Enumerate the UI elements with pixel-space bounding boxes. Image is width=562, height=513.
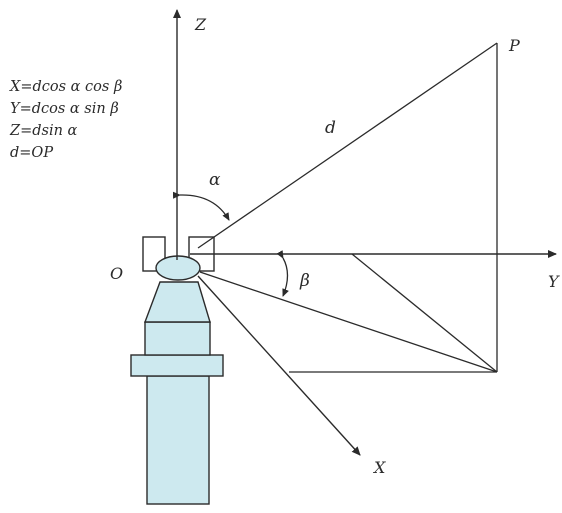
alpha-label: α (209, 170, 221, 190)
z-axis-label: Z (194, 15, 207, 34)
instrument-neck (143, 281, 211, 323)
beta-arc (276, 250, 289, 297)
line-y-to-projection (351, 253, 498, 373)
y-axis-label: Y (548, 272, 560, 291)
formula-x: X=dcos α cos β (10, 79, 123, 95)
x-axis (197, 275, 361, 456)
angle-arcs (172, 191, 289, 297)
origin-label: O (110, 264, 123, 283)
instrument-upper-column (144, 321, 211, 356)
instrument-lower-column (146, 375, 210, 505)
beta-label: β (299, 271, 310, 291)
formula-y: Y=dcos α sin β (10, 101, 119, 117)
instrument-head (155, 255, 201, 281)
construction-lines (197, 42, 498, 373)
formula-list: X=dcos α cos β Y=dcos α sin β Z=dsin α d… (10, 76, 122, 164)
axes (173, 9, 557, 456)
distance-label: d (325, 118, 336, 138)
formula-d: d=OP (10, 145, 54, 161)
line-op (197, 42, 498, 249)
formula-z: Z=dsin α (10, 123, 78, 139)
x-axis-label: X (372, 458, 386, 477)
line-o-projection (199, 271, 498, 373)
alpha-arc (172, 191, 230, 221)
instrument-collar (130, 354, 224, 377)
instrument (130, 236, 224, 505)
point-p-label: P (508, 36, 520, 55)
